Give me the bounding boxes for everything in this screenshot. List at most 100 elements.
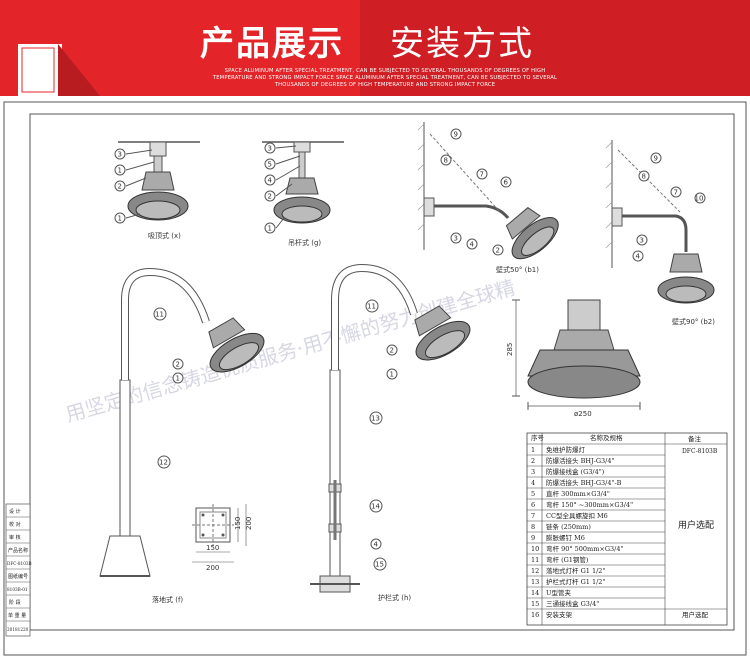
svg-text:6: 6 xyxy=(504,179,509,187)
table-row-no: 4 xyxy=(531,479,535,487)
view-label-wall50: 壁式50° (b1) xyxy=(496,265,539,274)
svg-text:14: 14 xyxy=(371,503,380,511)
tb-row-3: 产品名称 xyxy=(8,547,28,554)
title-block: 设 计 校 对 审 核 产品名称 DFC-8103B 图纸编号 8103B-01… xyxy=(5,503,32,637)
table-row-name: 免维护防爆灯 xyxy=(546,445,586,454)
table-row-name: 三通接线盒 G3/4" xyxy=(546,599,599,608)
tb-row-5: 图纸编号 xyxy=(8,573,28,580)
svg-text:1: 1 xyxy=(176,375,180,383)
view-ceiling-mount: 31 21 吸顶式 (x) xyxy=(114,141,200,240)
page-title-light: 安装方式 xyxy=(390,24,534,64)
svg-text:1: 1 xyxy=(118,215,122,223)
svg-text:1: 1 xyxy=(118,167,122,175)
inner-frame xyxy=(29,113,735,631)
svg-text:3: 3 xyxy=(268,145,272,153)
table-row-name: 安装支架 xyxy=(546,610,573,619)
view-wall-90: 9 8 7 10 3 4 壁式90° (b2) xyxy=(605,140,715,326)
table-header-model: DFC-8103B xyxy=(682,448,718,455)
svg-text:5: 5 xyxy=(268,161,272,169)
tb-row-9: 20181220 xyxy=(7,627,29,632)
table-row-no: 1 xyxy=(531,446,535,454)
table-row-no: 13 xyxy=(531,578,539,586)
svg-text:2: 2 xyxy=(496,247,500,255)
outer-frame xyxy=(3,101,747,656)
table-header-name: 名称及规格 xyxy=(590,433,623,442)
table-row-no: 5 xyxy=(531,490,535,498)
svg-text:9: 9 xyxy=(454,131,458,139)
svg-text:10: 10 xyxy=(695,195,704,203)
tb-row-7: 阶 段 xyxy=(9,599,21,606)
table-header-note: 备注 xyxy=(688,434,702,443)
table-row-no: 2 xyxy=(531,457,535,465)
tb-row-6: 8103B-01 xyxy=(7,587,28,592)
tb-row-2: 审 核 xyxy=(9,534,21,541)
table-row-name: 防爆活接头 BHJ-G3/4" xyxy=(546,456,614,465)
svg-text:11: 11 xyxy=(155,311,164,319)
svg-text:1: 1 xyxy=(268,225,272,233)
tb-row-4: DFC-8103B xyxy=(7,561,32,566)
header-shade xyxy=(360,0,750,96)
svg-text:4: 4 xyxy=(268,177,273,185)
svg-text:2: 2 xyxy=(176,361,180,369)
logo-ribbon xyxy=(18,44,100,96)
svg-text:4: 4 xyxy=(636,253,641,261)
page-title-bold: 产品展示 xyxy=(200,24,344,64)
table-row-name: 护栏式灯杆 G1 1/2" xyxy=(546,577,605,586)
svg-text:15: 15 xyxy=(375,561,384,569)
svg-text:9: 9 xyxy=(654,155,658,163)
svg-text:3: 3 xyxy=(454,235,458,243)
dim-base-200-h: 200 xyxy=(206,564,219,572)
view-label-ceiling: 吸顶式 (x) xyxy=(148,231,181,240)
svg-text:7: 7 xyxy=(674,189,678,197)
view-dimensions: 285 ø250 xyxy=(506,299,641,418)
svg-text:3: 3 xyxy=(118,151,122,159)
svg-text:3: 3 xyxy=(640,237,644,245)
table-row-no: 10 xyxy=(531,545,539,553)
table-row-name: 直杆 300mm×G3/4" xyxy=(546,489,610,498)
table-row-name: 膨胀螺钉 M6 xyxy=(546,533,585,542)
header-banner: 产品展示 安装方式 SPACE ALUMINUM AFTER SPECIAL T… xyxy=(0,0,750,98)
view-label-guardrail: 护栏式 (h) xyxy=(378,593,411,602)
view-label-wall90: 壁式90° (b2) xyxy=(672,317,715,326)
dim-diameter: ø250 xyxy=(574,410,592,418)
table-row-name: CC型全具螺旋扣 M6 xyxy=(546,511,608,520)
svg-text:8: 8 xyxy=(642,173,646,181)
table-row-name: 弯杆 (G1钢管) xyxy=(546,555,589,564)
table-row-name: 弯杆 150° ~300mm×G3/4" xyxy=(546,500,633,509)
tb-row-0: 设 计 xyxy=(9,508,21,515)
table-row-no: 11 xyxy=(531,556,539,564)
svg-text:2: 2 xyxy=(268,193,272,201)
view-label-pendant: 吊杆式 (g) xyxy=(288,238,321,247)
table-row-no: 7 xyxy=(531,512,535,520)
table-header-no: 序号 xyxy=(531,433,545,442)
table-row-name: 防爆活接头 BHJ-G3/4"-B xyxy=(546,478,622,487)
dim-base-150-h: 150 xyxy=(206,544,219,552)
table-row-name: 落地式灯杆 G1 1/2" xyxy=(546,566,605,575)
table-row-no: 8 xyxy=(531,523,535,531)
table-row-no: 14 xyxy=(531,589,539,597)
svg-text:2: 2 xyxy=(390,347,394,355)
table-row-no: 3 xyxy=(531,468,535,476)
table-row-note: 用户选配 xyxy=(682,610,709,619)
page-subtitle: SPACE ALUMINUM AFTER SPECIAL TREATMENT, … xyxy=(212,68,558,88)
view-label-floor: 落地式 (f) xyxy=(152,595,183,604)
svg-text:1: 1 xyxy=(390,371,394,379)
table-row-no: 6 xyxy=(531,501,535,509)
table-row-name: 防爆接线盒 (G3/4") xyxy=(546,467,605,476)
dim-base-150-v: 150 xyxy=(234,517,242,530)
tb-row-1: 校 对 xyxy=(9,521,21,528)
svg-text:8: 8 xyxy=(444,157,448,165)
svg-text:4: 4 xyxy=(470,241,475,249)
table-row-name: 弯杆 90° 500mm×G3/4" xyxy=(546,544,623,553)
table-row-name: 链条 (250mm) xyxy=(546,522,591,531)
dim-height: 285 xyxy=(506,343,514,356)
view-wall-50: 98 76 34 2 壁式50° (b1) xyxy=(417,122,559,274)
view-pendant-mount: 3 5 4 2 1 吊杆式 (g) xyxy=(262,141,344,247)
table-row-no: 15 xyxy=(531,600,539,608)
tb-row-8: 单 重 量 xyxy=(8,612,26,619)
svg-text:13: 13 xyxy=(371,415,380,423)
svg-text:4: 4 xyxy=(374,541,379,549)
table-row-no: 12 xyxy=(531,567,539,575)
